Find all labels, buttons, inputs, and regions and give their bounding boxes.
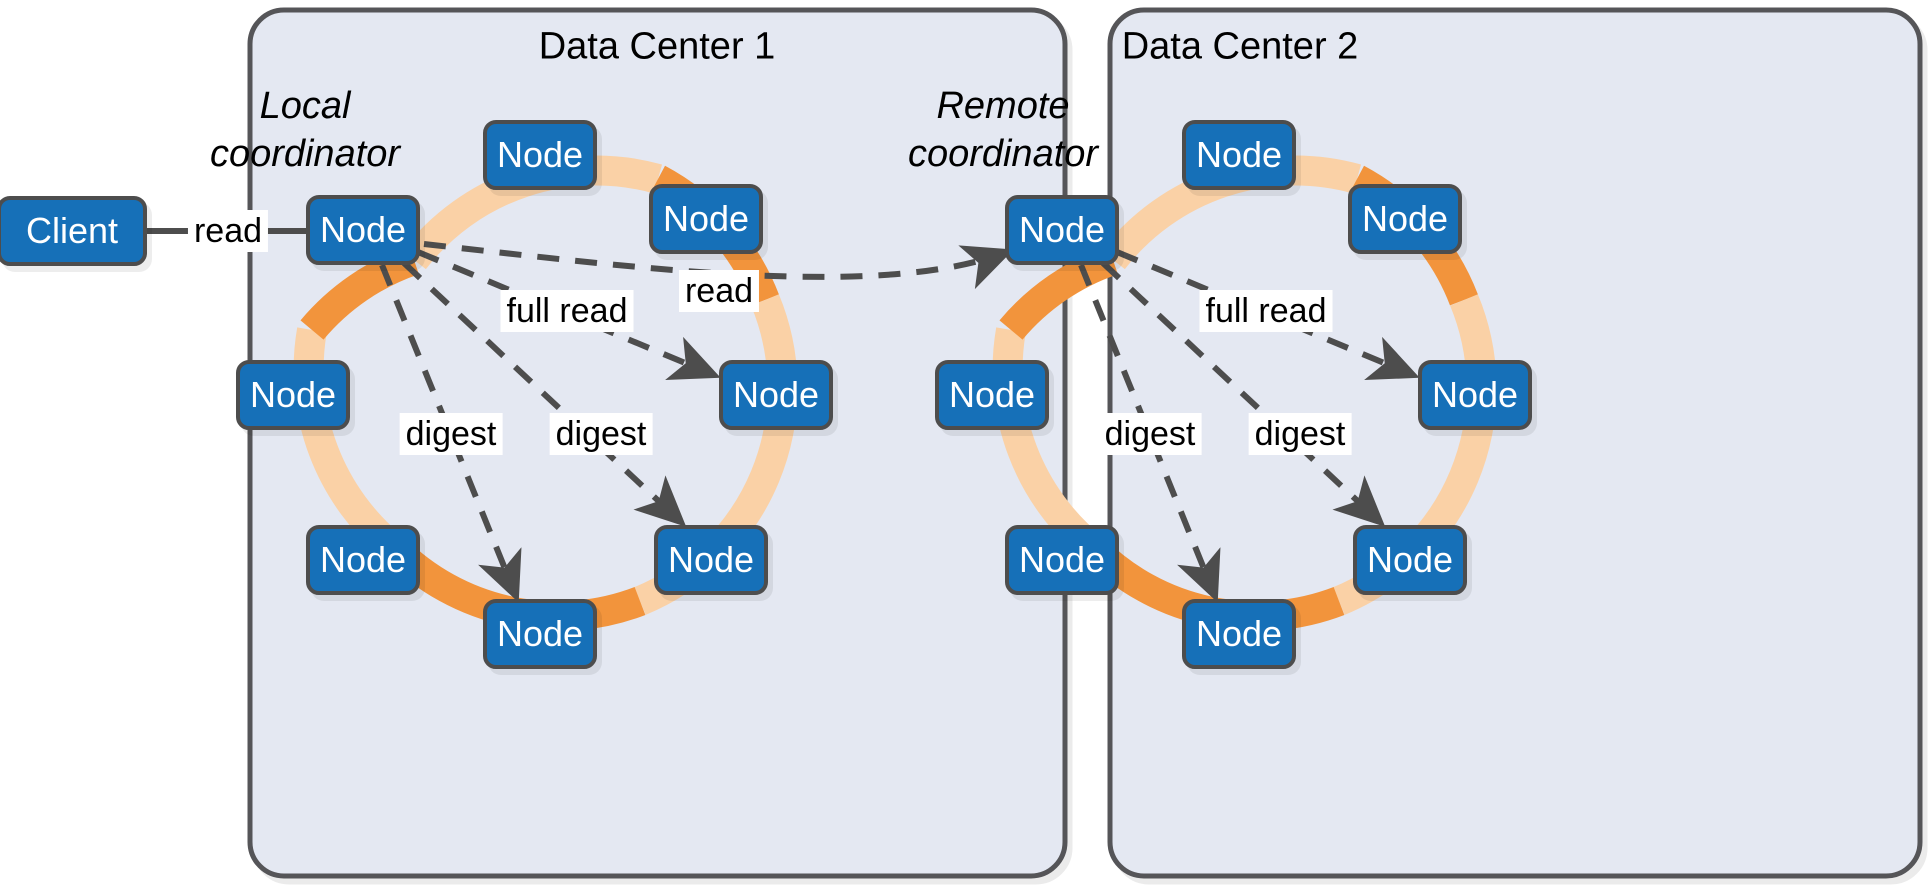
node-label: Node (1366, 539, 1454, 580)
dc2-edge-label-digest-left: digest (1098, 413, 1202, 455)
datacenter-1-title: Data Center 1 (538, 25, 776, 68)
node-label: Node (319, 209, 407, 250)
node-label: Node (496, 134, 584, 175)
dc2-node-bottom-right[interactable]: Node (1353, 525, 1467, 595)
local-coordinator-caption-line1: Local (259, 85, 351, 127)
dc1-node-left[interactable]: Node (236, 360, 350, 430)
node-label: Node (1018, 539, 1106, 580)
dc1-node-bottom-right[interactable]: Node (654, 525, 768, 595)
node-label: Node (1195, 134, 1283, 175)
node-label: Node (667, 539, 755, 580)
dc2-edge-label-full-read: full read (1199, 290, 1333, 332)
dc1-node-top[interactable]: Node (483, 120, 597, 190)
dc1-node-bottom-left[interactable]: Node (306, 525, 420, 595)
node-label: Node (732, 374, 820, 415)
node-label: Node (496, 613, 584, 654)
dc2-edge-digest-br (1100, 260, 1386, 527)
node-label: Node (948, 374, 1036, 415)
node-label: Node (319, 539, 407, 580)
edge-label-read-client: read (187, 210, 269, 252)
local-coordinator-caption: Local coordinator (210, 82, 400, 178)
node-label: Node (249, 374, 337, 415)
dc1-edge-digest-br (401, 260, 687, 527)
node-label: Node (1195, 613, 1283, 654)
dc1-node-coordinator[interactable]: Node (306, 195, 420, 265)
dc2-edge-digest-b (1078, 263, 1221, 603)
dc1-edge-label-full-read: full read (500, 290, 634, 332)
node-label: Node (1431, 374, 1519, 415)
dc1-edge-label-digest-right: digest (549, 413, 653, 455)
dc2-node-coordinator[interactable]: Node (1005, 195, 1119, 265)
dc1-to-dc2-read-edge (423, 241, 1014, 290)
dc2-edge-label-digest-right: digest (1248, 413, 1352, 455)
dc2-node-bottom-left[interactable]: Node (1005, 525, 1119, 595)
local-coordinator-caption-line2: coordinator (209, 133, 401, 175)
dc1-node-bottom[interactable]: Node (483, 599, 597, 669)
node-label: Node (1361, 198, 1449, 239)
dc2-node-right[interactable]: Node (1418, 360, 1532, 430)
node-label: Node (662, 198, 750, 239)
dc2-node-left[interactable]: Node (935, 360, 1049, 430)
dc2-node-top-right[interactable]: Node (1348, 184, 1462, 254)
remote-coordinator-caption-line1: Remote (936, 85, 1070, 127)
remote-coordinator-caption-line2: coordinator (907, 133, 1099, 175)
edge-label-read-cross-dc: read (678, 270, 760, 312)
dc1-edge-digest-b (379, 263, 522, 603)
dc1-node-right[interactable]: Node (719, 360, 833, 430)
dc2-node-bottom[interactable]: Node (1182, 599, 1296, 669)
remote-coordinator-caption: Remote coordinator (908, 82, 1098, 178)
dc1-edge-label-digest-left: digest (399, 413, 503, 455)
client-box[interactable]: Client (0, 196, 147, 266)
dc1-node-top-right[interactable]: Node (649, 184, 763, 254)
dc2-node-top[interactable]: Node (1182, 120, 1296, 190)
client-label: Client (25, 210, 119, 251)
node-label: Node (1018, 209, 1106, 250)
datacenter-2-title: Data Center 2 (1121, 25, 1359, 68)
